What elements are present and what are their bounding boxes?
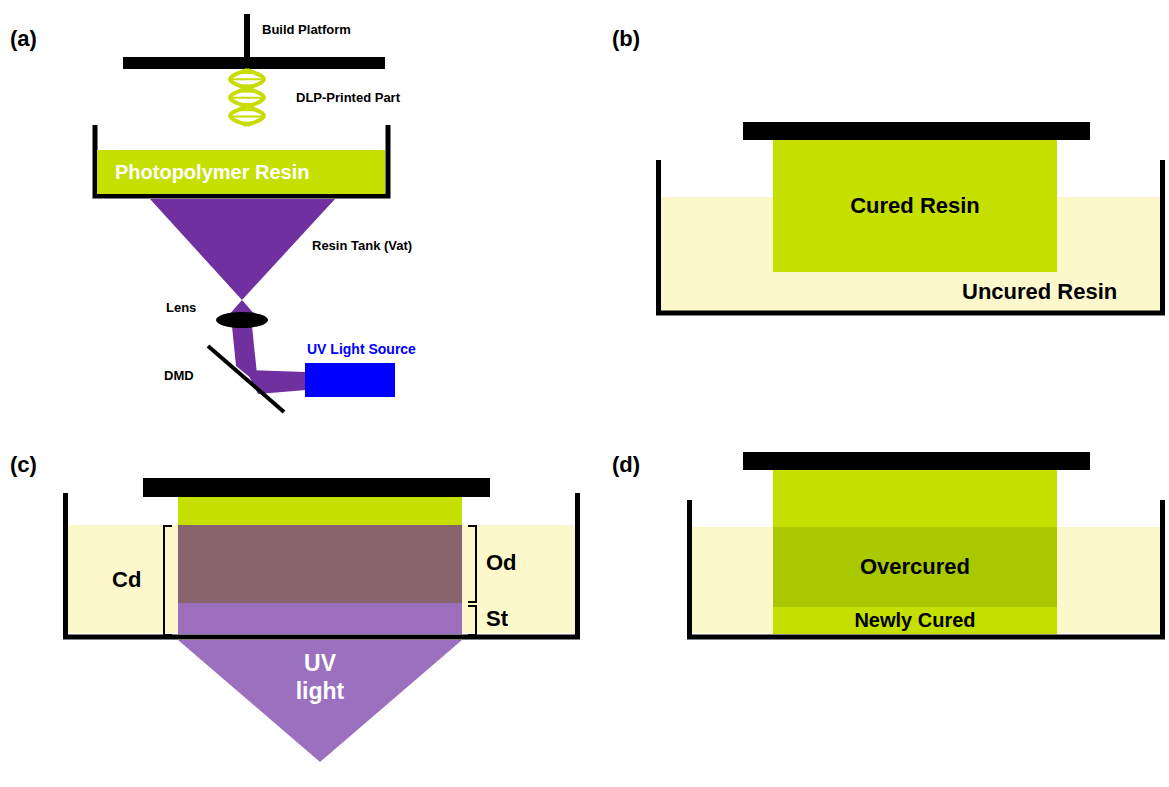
part-label: Resin Tank (Vat) xyxy=(312,238,412,253)
resin-vat xyxy=(66,493,578,637)
helix-rung xyxy=(230,78,264,80)
dimension-label: Od xyxy=(486,550,517,576)
dimension-label: St xyxy=(486,606,508,632)
panel-letter: (b) xyxy=(612,26,640,52)
node-text: Photopolymer Resin xyxy=(115,161,309,184)
node-text: UV Light Source xyxy=(307,341,416,357)
helix-rung xyxy=(239,72,256,74)
node-text: Cured Resin xyxy=(850,193,980,219)
node-text: Newly Cured xyxy=(854,609,975,632)
node-text: UV light xyxy=(280,650,360,705)
newly-cured-region: Newly Cured xyxy=(773,607,1057,634)
helix-rung xyxy=(230,97,264,99)
overcured-region: Overcured xyxy=(773,527,1057,607)
resin-band: Photopolymer Resin xyxy=(97,150,385,194)
slice-bracket xyxy=(468,606,476,635)
cured-layer xyxy=(773,470,1057,527)
helix-rung xyxy=(238,91,256,93)
region-label: Uncured Resin xyxy=(962,279,1117,305)
node-text: Overcured xyxy=(860,554,970,580)
uv-beam xyxy=(246,370,306,394)
build-platform xyxy=(743,122,1090,140)
helix-strand xyxy=(230,70,264,125)
panel-letter: (d) xyxy=(612,452,640,478)
part-label: Lens xyxy=(166,300,196,315)
dmd-mirror xyxy=(208,346,284,412)
part-label: DMD xyxy=(164,368,194,383)
part-label: DLP-Printed Part xyxy=(296,90,400,105)
helix-rung xyxy=(239,103,254,105)
uv-beam-triangle xyxy=(178,640,462,762)
helix-rung xyxy=(239,84,255,86)
resin-vat xyxy=(95,125,388,196)
cured-layer xyxy=(178,497,462,525)
slice-thickness-region xyxy=(178,603,462,634)
uncured-resin-fill xyxy=(692,527,1160,633)
build-platform xyxy=(123,57,385,69)
cure-depth-bracket xyxy=(164,526,172,635)
resin-fill xyxy=(97,150,385,194)
lens xyxy=(216,312,268,328)
helix-rung xyxy=(240,122,254,124)
helix-strand xyxy=(230,70,264,125)
helix-rung xyxy=(237,109,256,111)
dimension-label: Cd xyxy=(112,567,141,593)
part-label: Build Platform xyxy=(262,22,351,37)
panel-letter: (c) xyxy=(10,452,37,478)
build-platform xyxy=(143,478,490,497)
platform-stem xyxy=(244,14,250,62)
dna-helix xyxy=(230,70,264,125)
uv-beam xyxy=(150,199,335,300)
uv-light-beam: UV light xyxy=(178,640,462,762)
overcure-depth-region xyxy=(178,525,462,603)
overcure-bracket xyxy=(468,526,476,602)
resin-vat xyxy=(690,500,1163,637)
cured-resin-block: Cured Resin xyxy=(773,140,1057,272)
uncured-resin-fill xyxy=(68,525,575,633)
helix-rung xyxy=(230,115,264,117)
uv-light-source: UV Light Source xyxy=(305,363,395,397)
build-platform xyxy=(743,452,1090,470)
panel-letter: (a) xyxy=(10,26,37,52)
